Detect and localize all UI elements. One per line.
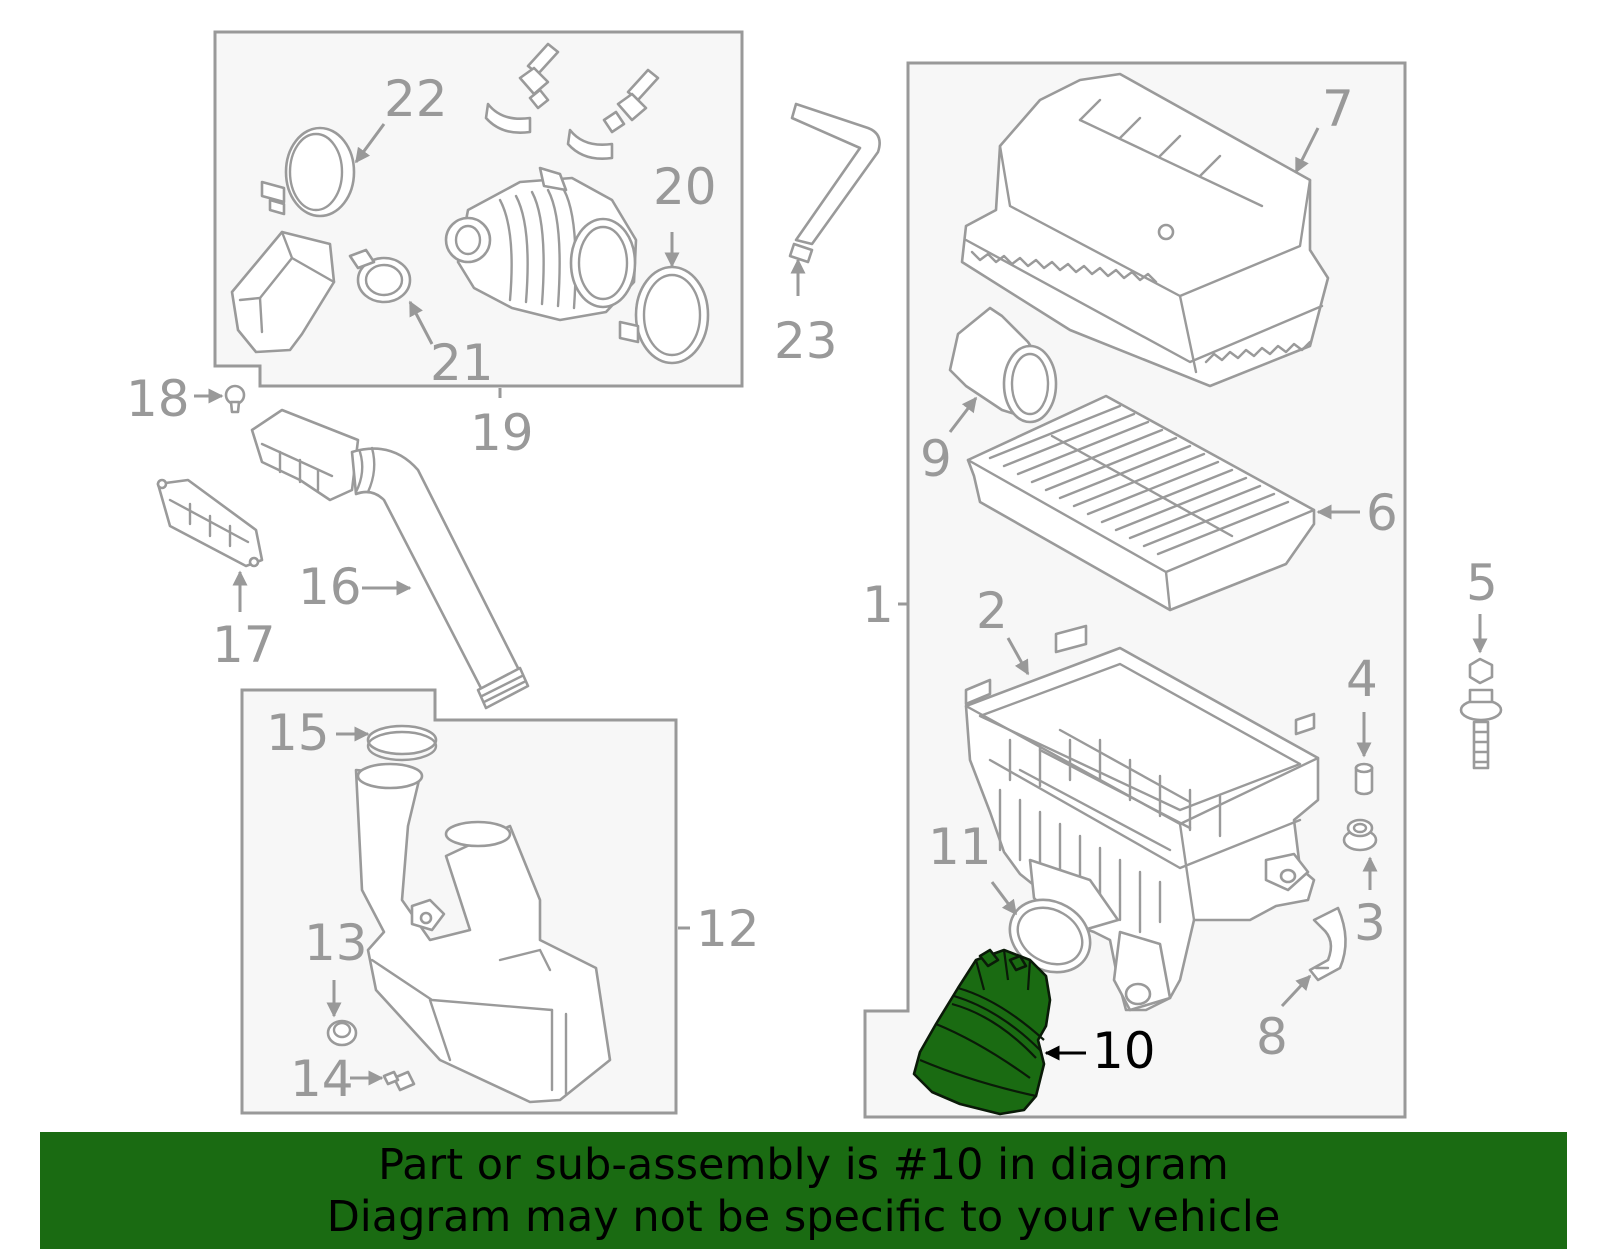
callout-6: 6	[1366, 484, 1398, 542]
part-18-clip	[224, 384, 246, 414]
part-12-resonator	[354, 762, 612, 1104]
part-7-cover	[960, 72, 1330, 388]
part-3-grommet	[1342, 818, 1378, 852]
info-banner: Part or sub-assembly is #10 in diagram D…	[40, 1132, 1567, 1249]
part-15-seal	[366, 724, 438, 762]
callout-5: 5	[1466, 554, 1498, 612]
part-20-clamp	[618, 265, 710, 365]
callout-22: 22	[384, 70, 448, 128]
callout-16: 16	[298, 558, 362, 616]
callout-14: 14	[290, 1050, 354, 1108]
part-10-highlighted	[912, 948, 1052, 1116]
part-4-collar	[1354, 762, 1374, 796]
callout-17: 17	[212, 616, 276, 674]
part-22-clamp	[260, 126, 356, 218]
callout-23: 23	[774, 312, 838, 370]
callout-15: 15	[266, 704, 330, 762]
banner-line-2: Diagram may not be specific to your vehi…	[326, 1191, 1281, 1242]
callout-1: 1	[862, 576, 894, 634]
callout-numbers: 22 20 21 19 23 18 16 17 15 13 14 12 7 9 …	[126, 70, 1498, 1108]
callout-7: 7	[1322, 80, 1354, 138]
part-5-bolt	[1459, 657, 1503, 770]
part-2-housing	[964, 624, 1320, 1012]
callout-10: 10	[1092, 1022, 1156, 1080]
part-17-bracket	[156, 478, 264, 568]
part-9-duct	[948, 306, 1058, 424]
callout-3: 3	[1354, 894, 1386, 952]
callout-9: 9	[920, 430, 952, 488]
callout-13: 13	[304, 914, 368, 972]
callout-4: 4	[1346, 650, 1378, 708]
part-21-clamp	[348, 248, 412, 304]
callout-12: 12	[696, 900, 760, 958]
part-6-filter	[966, 394, 1316, 612]
part-13-grommet	[326, 1019, 358, 1047]
callout-21: 21	[430, 334, 494, 392]
filter-pleats	[988, 404, 1290, 556]
part-23-hose	[788, 102, 881, 264]
part-19-bracket	[230, 230, 336, 354]
part-8-clip	[1308, 906, 1347, 982]
callout-8: 8	[1256, 1008, 1288, 1066]
callout-19: 19	[470, 404, 534, 462]
banner-line-1: Part or sub-assembly is #10 in diagram	[378, 1139, 1229, 1190]
intake-bellows	[444, 166, 638, 322]
pcv-valves	[484, 42, 660, 160]
leader-arrows	[194, 123, 1488, 1086]
part-14-pin	[382, 1070, 416, 1092]
part-16-duct	[250, 408, 530, 710]
callout-2: 2	[976, 582, 1008, 640]
callout-18: 18	[126, 370, 190, 428]
callout-20: 20	[653, 158, 717, 216]
callout-11: 11	[928, 818, 992, 876]
